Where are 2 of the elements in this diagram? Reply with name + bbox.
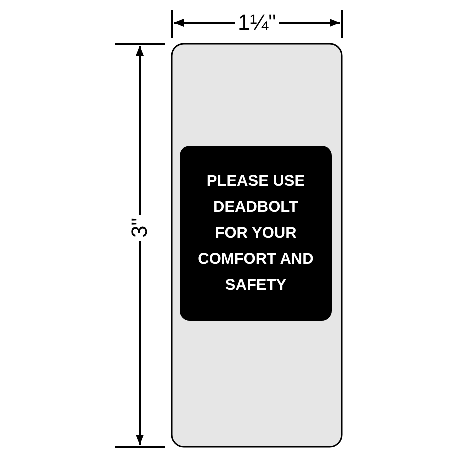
sign-text: PLEASE USE DEADBOLT FOR YOUR COMFORT AND SAFETY <box>197 172 315 296</box>
sign-panel <box>180 146 332 321</box>
